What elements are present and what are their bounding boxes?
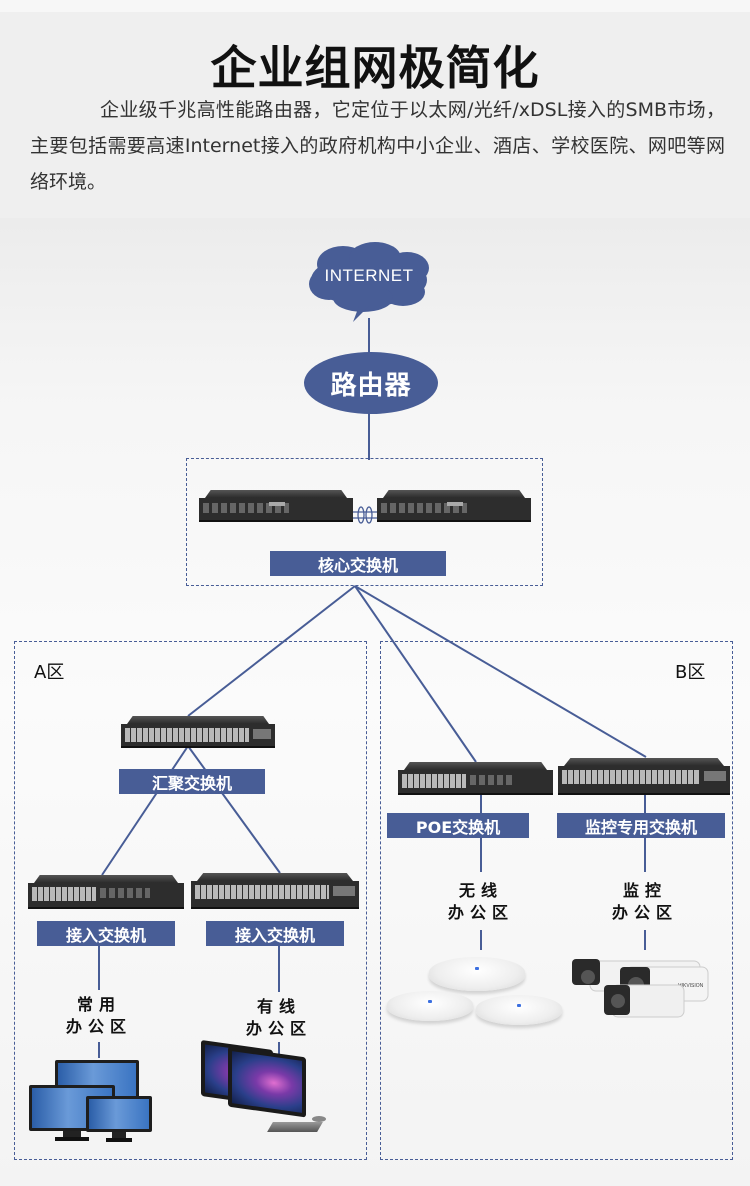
core-switch-group: [186, 458, 543, 586]
office-wired: 有线 办公区: [229, 996, 329, 1040]
page-title: 企业组网极简化: [210, 41, 540, 95]
aggregation-switch-label: 汇聚交换机: [119, 769, 265, 794]
cloud-icon: [309, 242, 429, 322]
svg-text:HIKVISION: HIKVISION: [678, 983, 704, 989]
zone-b-label: B区: [675, 662, 706, 683]
line-core-aggregation: [187, 585, 356, 717]
line-agg-access-right: [187, 745, 281, 874]
zone-a-label: A区: [34, 662, 65, 683]
poe-switch-label: POE交换机: [387, 813, 529, 838]
office-common: 常用 办公区: [49, 994, 149, 1038]
router-node: 路由器: [304, 352, 438, 414]
access-switch-right: [191, 873, 359, 909]
access-switch-left-label: 接入交换机: [37, 921, 175, 946]
office-wireless-line1: 无线: [458, 881, 503, 900]
router-label: 路由器: [330, 370, 412, 401]
core-switch-label: 核心交换机: [270, 551, 446, 576]
internet-label: INTERNET: [324, 266, 414, 285]
line-core-surveillance: [354, 585, 647, 758]
surveillance-switch-label: 监控专用交换机: [557, 813, 725, 838]
core-switch-2: [377, 490, 531, 522]
office-wired-line1: 有线: [256, 997, 301, 1016]
stack-link-ring: [365, 506, 373, 524]
access-switch-right-label: 接入交换机: [206, 921, 344, 946]
zone-a: [14, 641, 367, 1160]
office-wireless-line2: 办公区: [447, 903, 514, 922]
core-switch-1: [199, 490, 353, 522]
surveillance-switch: [558, 758, 730, 795]
page-description: 企业级千兆高性能路由器，它定位于以太网/光纤/xDSL接入的SMB市场，主要包括…: [30, 99, 725, 193]
line-core-poe: [354, 585, 477, 763]
office-surveillance-line1: 监控: [622, 881, 667, 900]
header-section: 企业组网极简化 企业级千兆高性能路由器，它定位于以太网/光纤/xDSL接入的SM…: [0, 12, 750, 218]
office-surveillance-line2: 办公区: [611, 903, 678, 922]
stack-link-ring: [357, 506, 365, 524]
poe-switch: [398, 762, 553, 795]
office-common-line1: 常用: [76, 995, 121, 1014]
access-switch-left: [28, 875, 184, 909]
office-wired-line2: 办公区: [245, 1019, 312, 1038]
camera-icon: HIKVISION: [572, 959, 709, 1018]
office-wireless: 无线 办公区: [431, 880, 531, 924]
line-agg-access-left: [101, 745, 189, 876]
top-strip: [0, 0, 750, 12]
aggregation-switch: [121, 716, 275, 748]
zone-b: [380, 641, 733, 1160]
office-surveillance: 监控 办公区: [595, 880, 695, 924]
office-common-line2: 办公区: [65, 1017, 132, 1036]
